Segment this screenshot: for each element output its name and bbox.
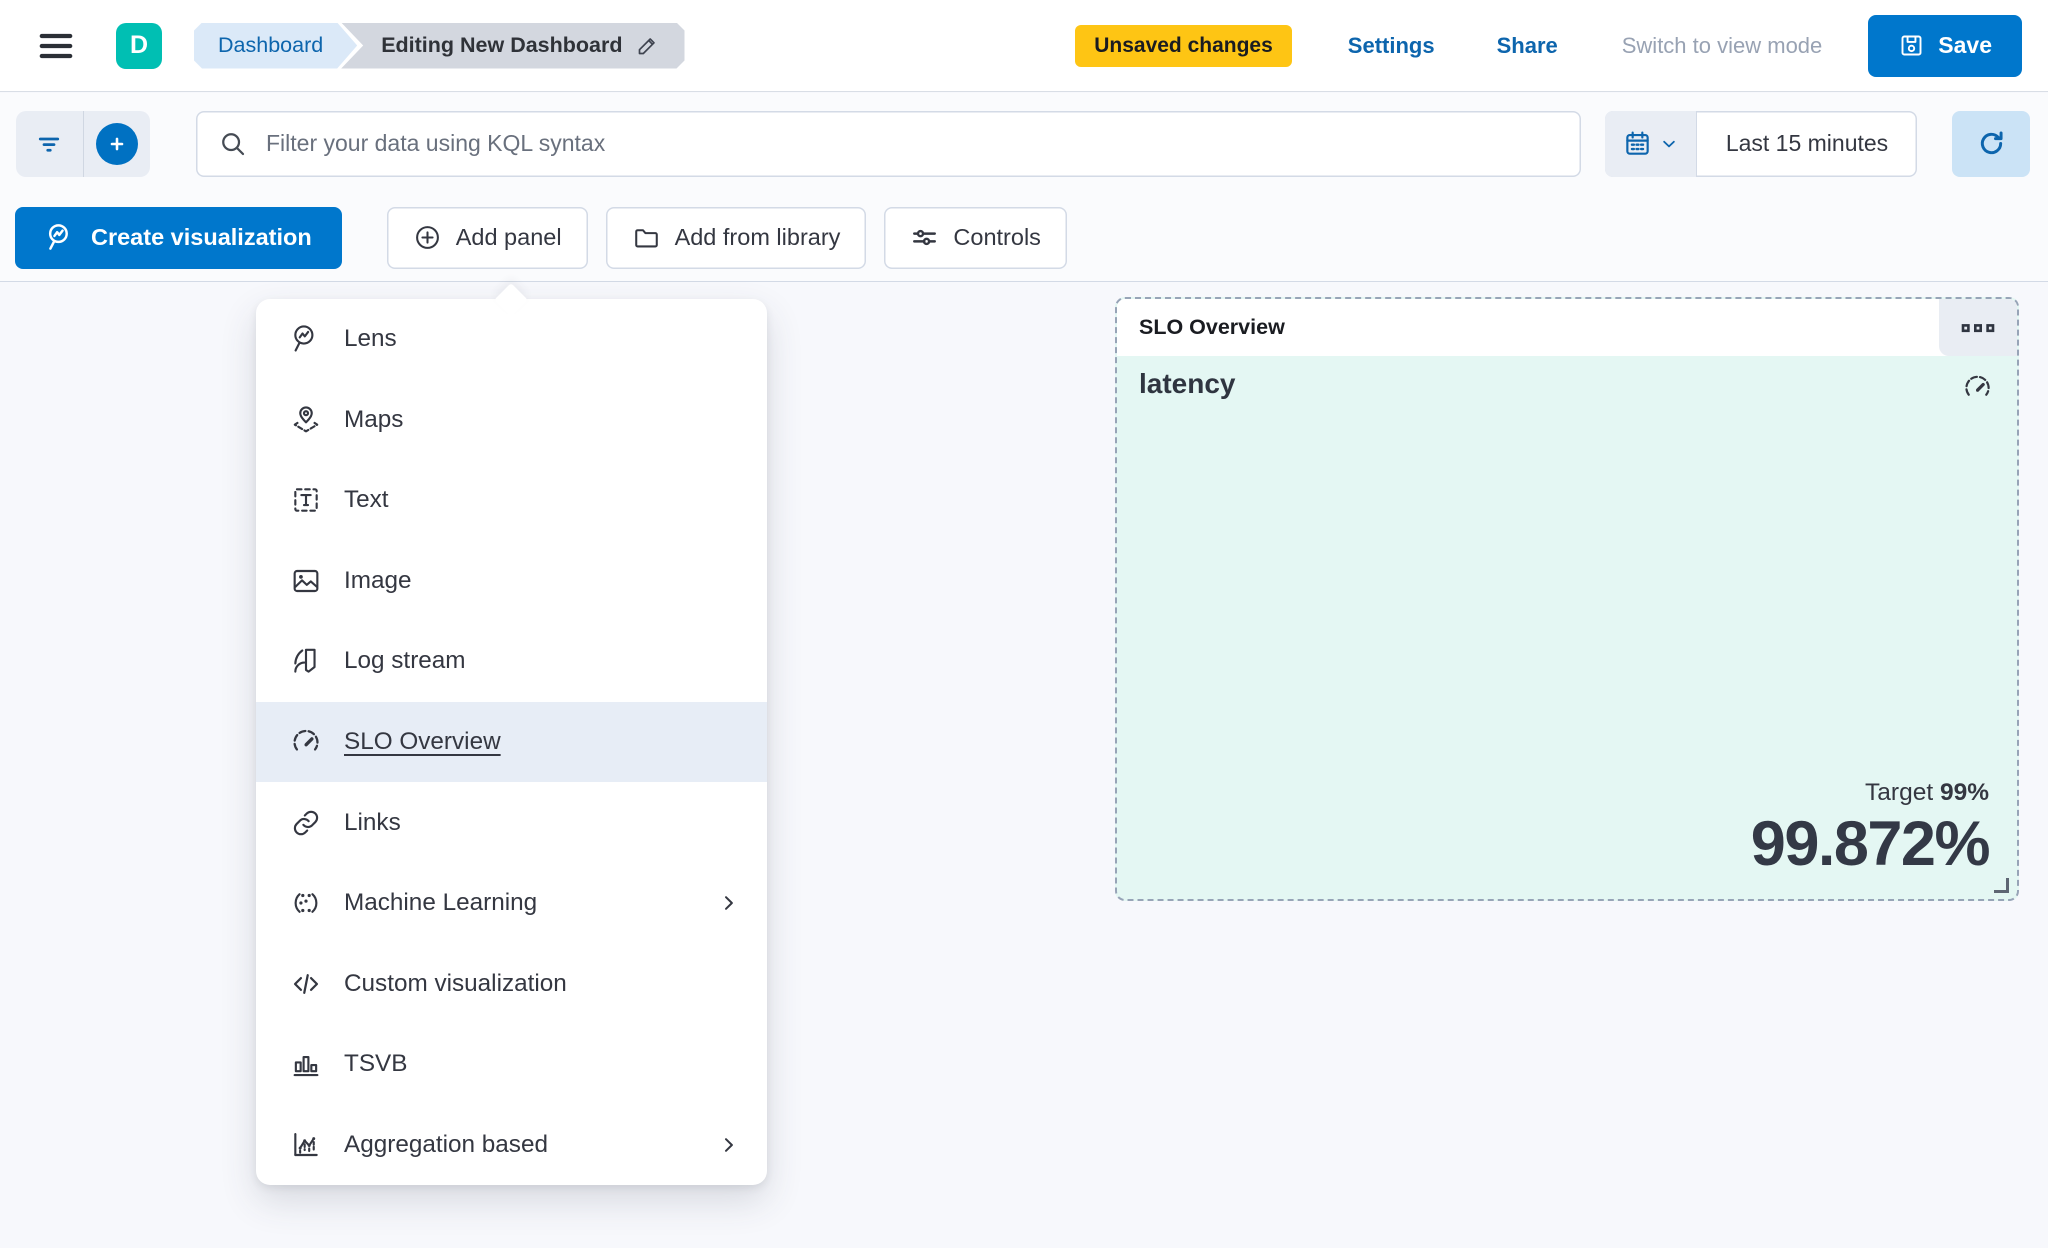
menu-item-log-stream[interactable]: Log stream [256,621,767,702]
create-visualization-button[interactable]: Create visualization [15,206,342,269]
breadcrumb-dashboard[interactable]: Dashboard [194,23,357,69]
text-icon [294,488,318,513]
refresh-icon [1980,131,2003,155]
breadcrumb: Dashboard Editing New Dashboard [194,23,685,69]
tsvb-icon [293,1056,319,1077]
add-panel-label: Add panel [455,224,562,250]
slo-target-value: 99% [1939,778,1989,806]
space-avatar[interactable]: D [116,22,162,69]
menu-item-label: Custom visualization [344,969,567,997]
pencil-edit-icon [635,34,659,58]
add-from-library-label: Add from library [674,224,841,250]
filter-icon [39,137,60,152]
filter-controls-group [16,110,151,177]
menu-item-image[interactable]: Image [256,541,767,622]
menu-item-label: Image [344,566,412,594]
machine-learning-icon [294,893,318,913]
slo-metric: Target 99% 99.872% [1750,779,1991,879]
menu-item-label: Maps [344,405,404,433]
menu-item-label: Aggregation based [344,1130,548,1158]
panel-resize-handle[interactable] [1994,878,2009,893]
panel-title: SLO Overview [1139,315,1285,339]
lens-icon [294,325,314,352]
menu-item-label: Log stream [344,647,466,675]
refresh-button[interactable] [1952,110,2030,177]
edit-toolbar: Create visualization Add panel Add from … [0,194,2048,282]
lens-icon [48,224,68,250]
gauge-icon [1965,375,1990,396]
saved-filters-button[interactable] [16,111,83,177]
gauge-icon [293,729,319,751]
chevron-right-icon [725,1137,733,1152]
menu-item-lens[interactable]: Lens [256,299,767,380]
slo-panel-body: latency Target 99% 99.872% [1117,356,2017,899]
time-picker: Last 15 minutes [1605,110,1917,177]
switch-to-view-mode-link[interactable]: Switch to view mode [1621,32,1823,58]
slo-overview-panel: SLO Overview latency Target 99% 99.872% [1115,297,2019,901]
settings-link[interactable]: Settings [1347,32,1435,58]
share-link[interactable]: Share [1496,32,1558,58]
code-icon [293,973,319,994]
chevron-down-icon [1663,140,1675,147]
slo-value: 99.872% [1750,808,1991,879]
kql-search-box [196,110,1581,177]
menu-item-label: TSVB [344,1050,408,1078]
search-icon [222,132,245,155]
boxes-horizontal-icon [1961,323,1995,332]
folder-icon [634,229,658,248]
menu-item-label: Lens [344,325,397,353]
save-button[interactable]: Save [1868,14,2022,77]
menu-item-label: Text [344,486,389,514]
panel-options-button[interactable] [1939,299,2017,356]
menu-item-links[interactable]: Links [256,782,767,863]
time-picker-quick-select-button[interactable] [1605,110,1697,177]
menu-item-text[interactable]: Text [256,460,767,541]
kql-search-input[interactable] [266,130,1559,157]
add-panel-menu: Lens Maps Text Image Log stream SLO Over… [256,299,767,1185]
sliders-icon [913,229,937,246]
hamburger-icon [39,33,73,58]
query-bar: Last 15 minutes [0,93,2048,194]
plus-in-circle-icon [415,226,439,249]
plus-circle-icon [95,122,138,165]
save-floppy-icon [1901,35,1922,56]
calendar-icon [1626,131,1649,155]
menu-hamburger-button[interactable] [30,20,82,72]
log-stream-icon [294,649,316,674]
time-range-label: Last 15 minutes [1725,130,1889,156]
menu-item-label: Machine Learning [344,889,538,917]
menu-item-slo-overview[interactable]: SLO Overview [256,701,767,783]
menu-item-machine-learning[interactable]: Machine Learning [256,863,767,944]
unsaved-changes-badge: Unsaved changes [1075,24,1292,67]
chevron-right-icon [725,896,733,910]
controls-button[interactable]: Controls [884,206,1067,269]
breadcrumb-current-page[interactable]: Editing New Dashboard [341,23,684,69]
menu-item-custom-visualization[interactable]: Custom visualization [256,943,767,1024]
top-header-bar: D Dashboard Editing New Dashboard Unsave… [0,0,2048,92]
time-range-button[interactable]: Last 15 minutes [1697,111,1917,177]
slo-target-line: Target 99% [1751,779,1989,807]
image-icon [293,569,319,592]
menu-item-label: SLO Overview [344,728,501,755]
header-actions: Unsaved changes Settings Share Switch to… [1075,14,2022,77]
create-visualization-label: Create visualization [91,224,312,250]
breadcrumb-current-label: Editing New Dashboard [381,33,623,57]
controls-label: Controls [953,224,1041,250]
panel-drag-header[interactable]: SLO Overview [1117,299,2017,356]
link-icon [293,810,319,835]
menu-item-tsvb[interactable]: TSVB [256,1024,767,1105]
add-panel-button[interactable]: Add panel [386,206,588,269]
add-filter-button[interactable] [82,110,151,177]
menu-item-maps[interactable]: Maps [256,380,767,461]
aggregation-icon [294,1132,318,1156]
slo-target-label: Target [1865,778,1934,806]
slo-name: latency [1139,368,1236,399]
avatar-initial: D [129,31,149,59]
breadcrumb-dashboard-label: Dashboard [218,33,324,57]
save-button-label: Save [1938,32,1992,58]
add-from-library-button[interactable]: Add from library [605,206,867,269]
maps-icon [293,406,319,433]
menu-item-aggregation-based[interactable]: Aggregation based [256,1104,767,1185]
menu-item-label: Links [344,808,401,836]
